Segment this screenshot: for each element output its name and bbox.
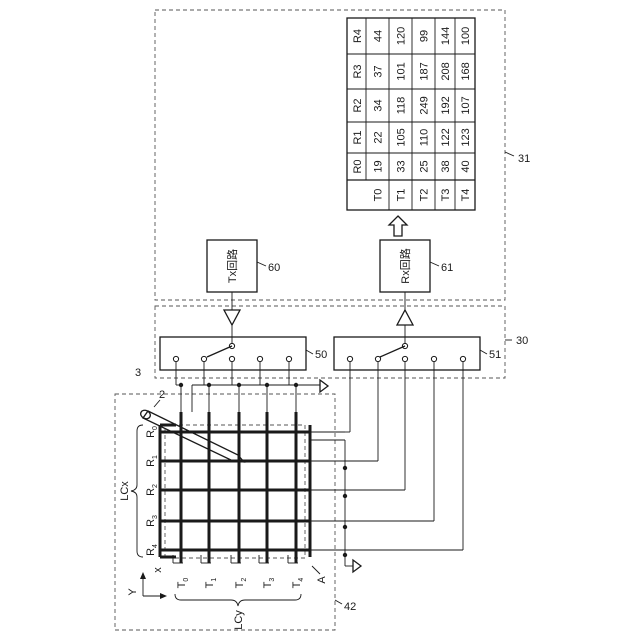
rx-circuit-label: Rx回路 <box>399 248 412 283</box>
table-cell: 110 <box>419 129 431 147</box>
table-cell: 38 <box>440 160 452 172</box>
ref-label-61: 61 <box>441 262 453 274</box>
ground-symbol-bottom <box>353 560 361 572</box>
sensor-panel-outline <box>115 394 335 630</box>
table-cell: 118 <box>396 97 408 115</box>
table-row-header: T2 <box>419 189 431 202</box>
switch-terminal <box>201 356 206 361</box>
ground-symbol-top <box>320 380 328 392</box>
receive-electrode-label: R4 <box>145 544 159 556</box>
receive-electrode-label: R3 <box>145 515 159 527</box>
switch-terminal <box>257 356 262 361</box>
lcy-brace <box>175 594 301 606</box>
lcx-brace <box>131 425 143 557</box>
tx-circuit-label: Tx回路 <box>226 249 239 283</box>
table-cell: 123 <box>460 128 472 146</box>
lcy-label: LCy <box>233 610 245 630</box>
lcx-label: LCx <box>119 481 131 501</box>
electrode-grid <box>160 412 310 563</box>
table-cell: 192 <box>440 96 452 114</box>
ref-label-2: 2 <box>159 389 165 401</box>
table-row-header: T1 <box>396 189 408 202</box>
switch-terminal <box>173 356 178 361</box>
table-cell: 208 <box>440 62 452 80</box>
table-cell: 144 <box>440 27 452 45</box>
ref-label-30: 30 <box>516 335 528 347</box>
ref-label-31: 31 <box>518 153 530 165</box>
table-row-header: T0 <box>373 189 385 202</box>
table-cell: 249 <box>419 96 431 114</box>
table-cell: 101 <box>396 62 408 80</box>
switch-terminal <box>375 356 380 361</box>
tx-switch-terminals <box>173 337 291 362</box>
ref-label-A: A <box>316 576 328 584</box>
switch-terminal <box>347 356 352 361</box>
ref-label-50: 50 <box>315 349 327 361</box>
tx-selector-switch <box>160 337 306 370</box>
transmit-electrode-label: T1 <box>204 578 218 589</box>
switch-terminal <box>402 356 407 361</box>
table-cell: 44 <box>373 30 385 42</box>
transmit-electrode-label: T2 <box>234 578 248 589</box>
table-col-header: R2 <box>352 98 364 112</box>
table-cell: 22 <box>373 131 385 143</box>
data-flow-arrow <box>389 216 407 236</box>
table-col-header: R4 <box>352 29 364 43</box>
transmit-electrode-label: T4 <box>291 578 305 589</box>
table-col-header: R1 <box>352 130 364 144</box>
table-cell: 19 <box>373 160 385 172</box>
transmit-electrode-label: T0 <box>176 578 190 589</box>
switch-blade <box>207 346 232 357</box>
table-cell: 40 <box>460 160 472 172</box>
receive-electrode-labels: R0R1R2R3R4 <box>145 426 159 556</box>
receive-electrode-label: R0 <box>145 426 159 438</box>
table-col-header: R0 <box>352 159 364 173</box>
table-col-header: R3 <box>352 64 364 78</box>
table-cell: 34 <box>373 99 385 111</box>
switching-block-outline <box>155 306 505 378</box>
table-cell: 120 <box>396 27 408 45</box>
table-cell: 33 <box>396 160 408 172</box>
ref-label-3: 3 <box>135 367 141 379</box>
table-row-header: T3 <box>440 189 452 202</box>
table-cell: 105 <box>396 128 408 146</box>
switch-terminal <box>431 356 436 361</box>
table-cell: 168 <box>460 62 472 80</box>
transmit-electrode-labels: T0 T1 T2 T3 T4 <box>176 578 305 589</box>
rx-switch-terminals <box>347 337 465 362</box>
ref-label-42: 42 <box>344 601 356 613</box>
axis-indicator <box>140 572 167 599</box>
table-cell: 122 <box>440 128 452 146</box>
rx-selector-switch <box>334 337 480 370</box>
table-row-header: T4 <box>460 189 472 202</box>
table-cell: 37 <box>373 65 385 77</box>
axis-y-label: Y <box>127 588 139 596</box>
switch-blade <box>380 346 405 357</box>
table-cell: 187 <box>419 62 431 80</box>
ref-label-60: 60 <box>268 262 280 274</box>
rx-amplifier <box>397 310 413 325</box>
signal-level-table: R0 R1 R2 R3 R4T0 T1 T2 T3 T4 19 22 34 37 44 33 105 118 10… <box>347 18 475 210</box>
axis-x-label: x <box>152 567 164 573</box>
receive-electrode-label: R1 <box>145 455 159 467</box>
receive-electrode-label: R2 <box>145 484 159 496</box>
transmit-electrode-label: T3 <box>262 578 276 589</box>
table-cell: 99 <box>419 30 431 42</box>
table-cell: 100 <box>460 27 472 45</box>
switch-terminal <box>286 356 291 361</box>
table-cell: 25 <box>419 160 431 172</box>
table-cell: 107 <box>460 96 472 114</box>
switch-terminal <box>229 356 234 361</box>
switch-terminal <box>460 356 465 361</box>
ref-label-51: 51 <box>489 349 501 361</box>
tx-amplifier <box>224 310 240 325</box>
